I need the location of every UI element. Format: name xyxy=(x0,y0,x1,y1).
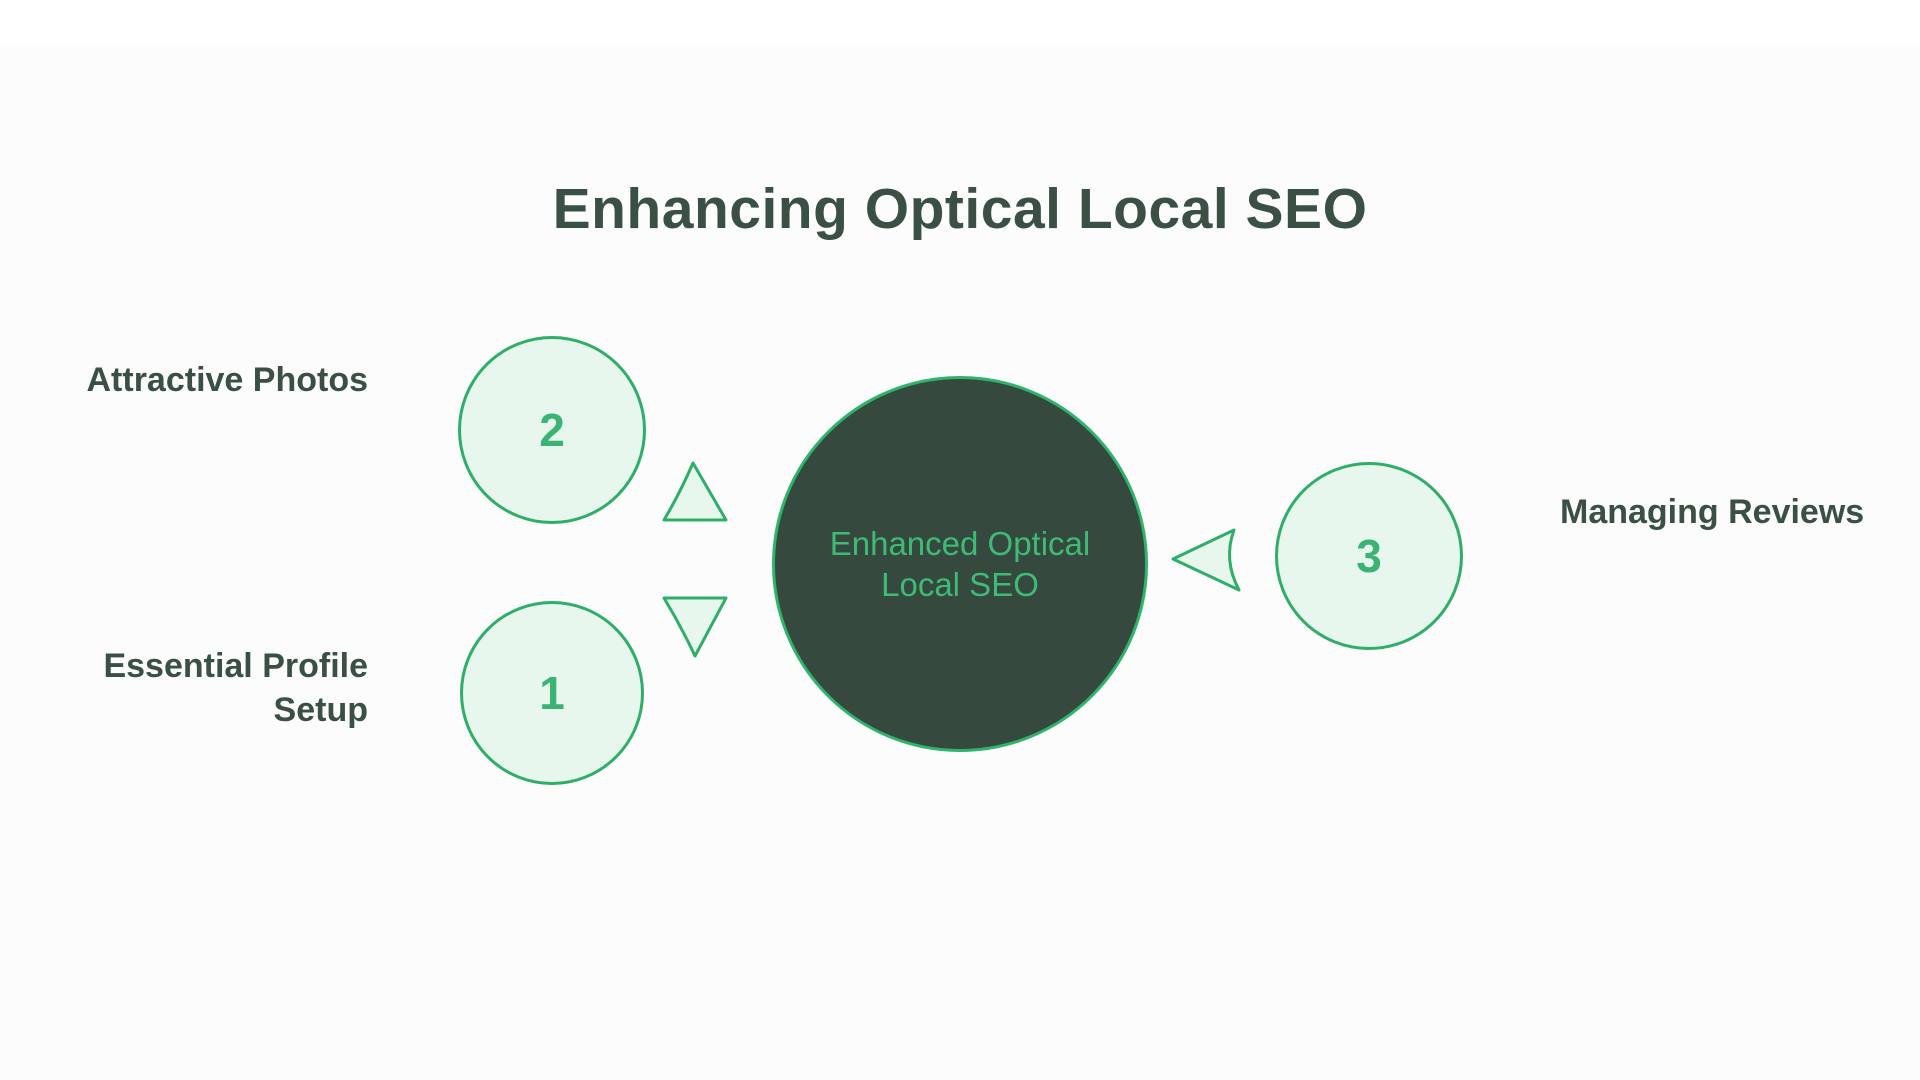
left-triangle-icon xyxy=(1171,528,1241,592)
page-title: Enhancing Optical Local SEO xyxy=(552,177,1368,242)
down-triangle-icon xyxy=(662,596,728,658)
top-white-band xyxy=(0,0,1920,45)
up-triangle-icon xyxy=(662,461,728,522)
label-managing-reviews: Managing Reviews xyxy=(1560,493,1865,531)
step-number-1: 1 xyxy=(539,667,565,719)
step-number-2: 2 xyxy=(539,404,565,456)
center-circle-label: Enhanced Optical Local SEO xyxy=(829,525,1091,603)
step-number-3: 3 xyxy=(1356,530,1382,582)
label-attractive-photos: Attractive Photos xyxy=(86,361,369,399)
step-circle-3: 3 xyxy=(1275,462,1463,650)
center-circle: Enhanced Optical Local SEO xyxy=(772,376,1148,752)
label-essential-profile-setup: Essential Profile Setup xyxy=(103,647,368,729)
step-circle-2: 2 xyxy=(458,336,646,524)
step-circle-1: 1 xyxy=(460,601,644,785)
